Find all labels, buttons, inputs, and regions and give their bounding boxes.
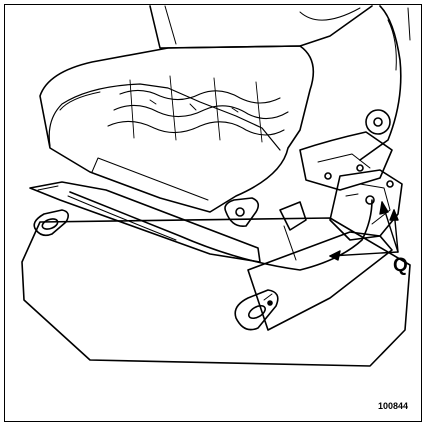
seat-cushion-frame: [39, 45, 315, 213]
recliner-mechanism: [299, 109, 393, 191]
figure-border: [4, 4, 422, 422]
figure-reference-number: 100844: [378, 401, 409, 411]
callout-arrows: [329, 201, 399, 261]
left-seat-rail: [29, 181, 261, 263]
base-plate: [21, 217, 411, 367]
front-components: [224, 197, 307, 261]
backrest: [149, 5, 411, 161]
right-seat-rail: [234, 231, 393, 331]
seat-springs: [107, 75, 289, 143]
callout-label-q: Q: [393, 255, 408, 276]
cable: [67, 191, 373, 271]
